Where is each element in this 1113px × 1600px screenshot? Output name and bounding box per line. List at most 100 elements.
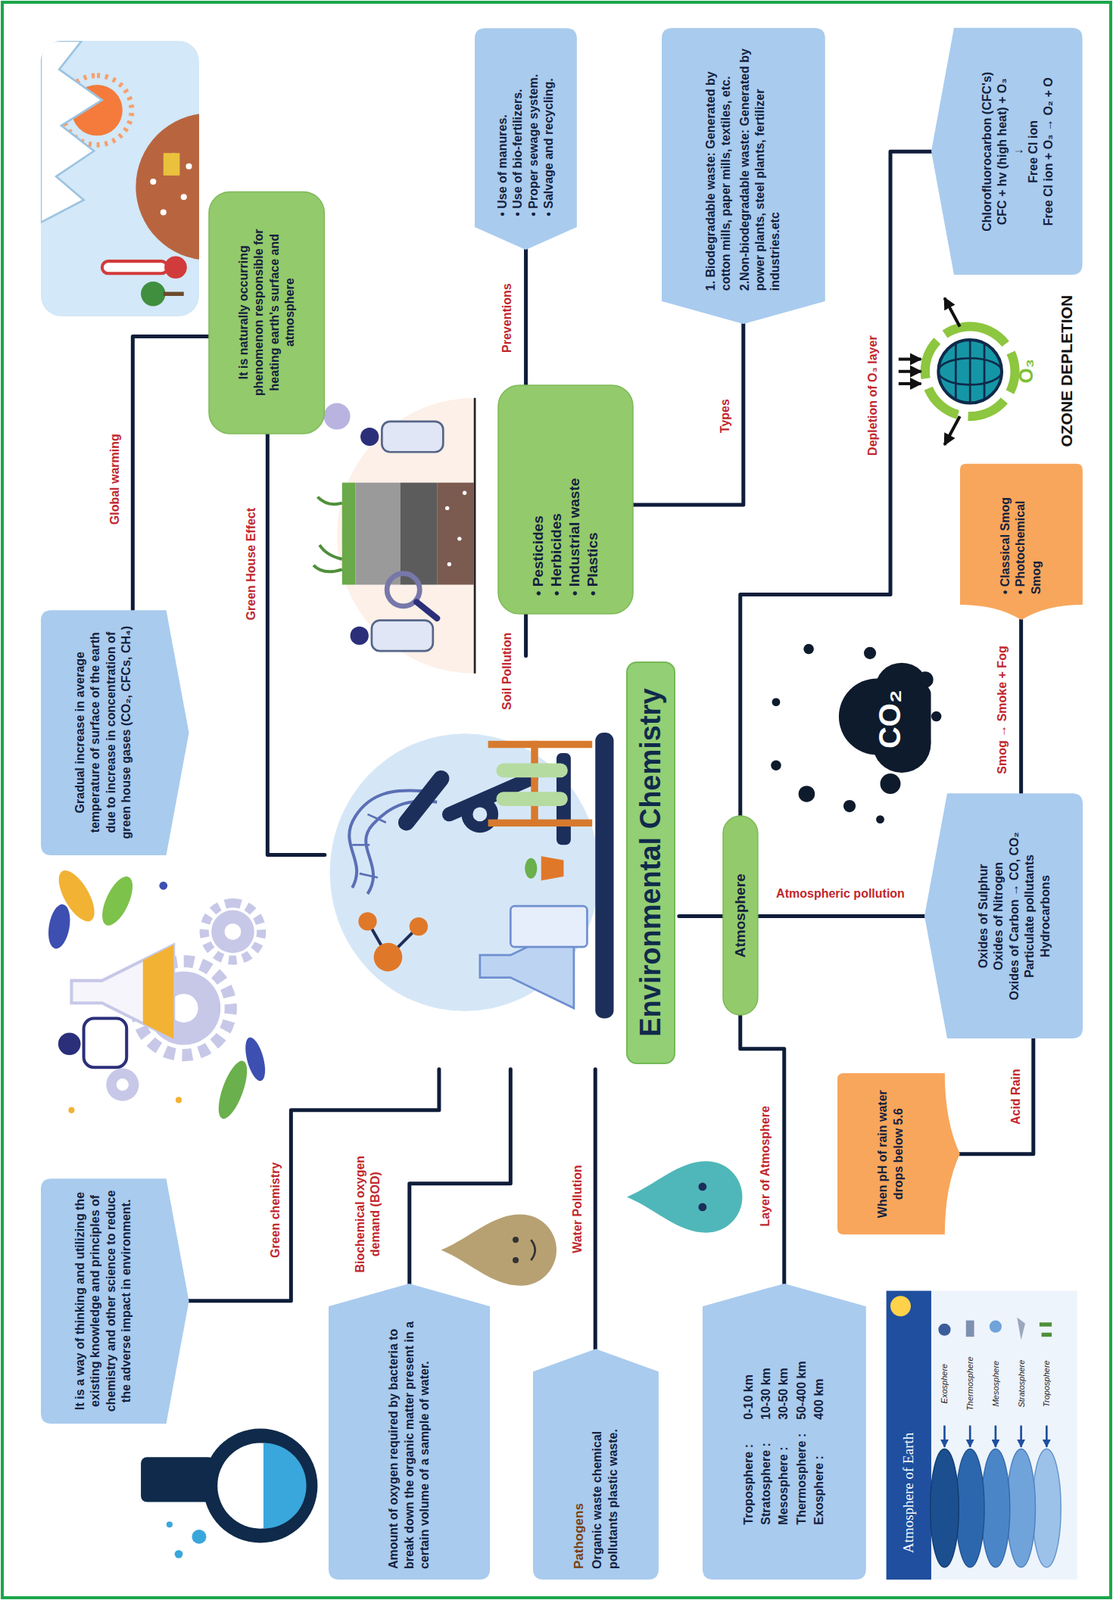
node-text: 400 km <box>811 1361 827 1420</box>
node-content: PathogensOrganic waste chemical pollutan… <box>570 1382 622 1570</box>
connector <box>757 914 925 919</box>
connector <box>679 914 724 919</box>
node-text: Mesosphere : <box>776 1434 792 1526</box>
node-text: Gradual increase in average temperature … <box>72 620 135 845</box>
edge-label: Atmospheric pollution <box>773 886 908 902</box>
edge-label: Global warming <box>107 431 123 527</box>
topic-box: 1. Biodegradable waste: Generated by cot… <box>661 28 826 325</box>
connector <box>188 1069 439 1302</box>
layer-name: Mesosphere <box>991 1361 1001 1408</box>
node-content: Environmental Chemistry <box>626 661 676 1065</box>
node-text: 1. Biodegradable waste: Generated by cot… <box>703 38 735 291</box>
soil-picture <box>313 398 475 674</box>
topic-box: Atmosphere <box>723 816 758 1016</box>
node-text: Thermosphere : <box>794 1434 810 1526</box>
node-text: Amount of oxygen required by bacteria to… <box>386 1317 433 1570</box>
edge-label: Green House Effect <box>243 505 259 623</box>
topic-box: It is naturally occurring phenomenon res… <box>208 191 325 434</box>
picture-title: Atmosphere of Earth <box>900 1433 917 1554</box>
topic-box: Amount of oxygen required by bacteria to… <box>328 1284 490 1581</box>
node-content: • Use of manures.• Use of bio-fertilizer… <box>495 38 558 217</box>
node-content: Amount of oxygen required by bacteria to… <box>386 1317 433 1570</box>
node-content: Gradual increase in average temperature … <box>72 620 135 845</box>
flask-icon <box>140 1429 318 1559</box>
node-text: ↓ <box>1010 38 1026 265</box>
node-text: • Herbicides <box>547 403 566 596</box>
layer-name: Thermosphere <box>965 1356 975 1412</box>
node-content: It is a way of thinking and utilizing th… <box>72 1189 135 1414</box>
topic-box: It is a way of thinking and utilizing th… <box>40 1178 190 1425</box>
node-text: • Use of manures. <box>495 38 511 217</box>
node-content: Atmosphere <box>731 826 750 1005</box>
lab-picture <box>330 732 615 1020</box>
edge-label: Layer of Atmosphere <box>757 1103 774 1229</box>
layer-name: Stratosphere <box>1016 1360 1026 1409</box>
edge-label: Biochemical oxygen demand (BOD) <box>352 1144 384 1285</box>
node-text: • Plastics <box>583 403 602 596</box>
edge-label: Depletion of O₃ layer <box>865 333 881 459</box>
node-text: Stratosphere : <box>758 1434 774 1526</box>
node-content: Troposphere :0-10 kmStratosphere :10-30 … <box>741 1317 828 1570</box>
topic-box: Chlorofluorocarbon (CFC's)CFC + hv (high… <box>931 28 1083 275</box>
water-drops <box>441 1161 743 1286</box>
node-text: 2.Non-biodegradable waste: Generated by … <box>737 38 784 291</box>
topic-box: • Classical Smog• Photochemical Smog <box>960 464 1083 621</box>
ozone-globe <box>898 298 1016 446</box>
node-text: CO₂ <box>870 669 910 770</box>
node-text: Exosphere : <box>811 1434 827 1526</box>
connector <box>740 1015 785 1285</box>
connector <box>1019 620 1023 794</box>
node-text: Atmosphere <box>731 826 750 1005</box>
connector <box>960 1038 1034 1154</box>
ozone-label: O₃ <box>1014 358 1039 384</box>
connector <box>523 249 528 386</box>
topic-box: When pH of rain water drops below 5.6 <box>837 1073 961 1235</box>
node-text: It is naturally occurring phenomenon res… <box>236 209 299 416</box>
connector <box>632 324 744 506</box>
connector <box>132 336 209 610</box>
node-text: • Classical Smog <box>997 474 1014 595</box>
node-text: When pH of rain water drops below 5.6 <box>875 1084 907 1225</box>
node-text: Free Cl ion + O₃ → O₂ + O <box>1041 38 1057 265</box>
node-text: • Use of bio-fertilizers. <box>510 38 526 217</box>
node-text: 0-10 km <box>741 1361 757 1420</box>
node-text: CFC + hv (high heat) + O₃ <box>994 38 1011 265</box>
node-text: • Salvage and recycling. <box>541 38 557 217</box>
node-text: Troposphere : <box>741 1434 757 1526</box>
edge-label: Water Pollution <box>570 1162 586 1257</box>
node-content: • Pesticides• Herbicides• Industrial was… <box>529 403 603 596</box>
node-content: Oxides of SulphurOxides of NitrogenOxide… <box>975 804 1054 1029</box>
atmosphere-layers-picture <box>886 1290 1078 1581</box>
topic-box: Oxides of SulphurOxides of NitrogenOxide… <box>924 794 1083 1040</box>
node-content: CO₂ <box>870 669 910 770</box>
connector <box>409 1069 512 1285</box>
co2-cloud: CO₂ <box>832 663 945 776</box>
node-text: Particulate pollutants <box>1022 804 1038 1029</box>
node-text: • Pesticides <box>529 403 548 596</box>
co2-bubbles <box>770 644 942 824</box>
edge-label: Acid Rain <box>1008 1066 1024 1128</box>
edge-label: Smog → Smoke + Fog <box>994 643 1011 777</box>
node-text: Oxides of Nitrogen <box>991 804 1007 1029</box>
box-outline <box>702 1284 867 1581</box>
connector <box>593 1069 598 1350</box>
connector <box>523 614 528 656</box>
node-text: Chlorofluorocarbon (CFC's) <box>979 38 995 265</box>
box-outline <box>474 28 577 250</box>
node-text: Hydrocarbons <box>1038 804 1054 1029</box>
topic-box: Gradual increase in average temperature … <box>40 610 190 856</box>
node-content: When pH of rain water drops below 5.6 <box>875 1084 907 1225</box>
box-outline <box>208 191 325 434</box>
node-text: 30-50 km <box>776 1361 792 1420</box>
node-text: • Industrial waste <box>565 403 584 596</box>
layer-name: Exosphere <box>939 1364 949 1405</box>
node-text: Organic waste chemical pollutants plasti… <box>589 1382 621 1570</box>
node-text: It is a way of thinking and utilizing th… <box>72 1189 135 1414</box>
edge-label: Soil Pollution <box>499 630 515 713</box>
node-text: Free Cl ion <box>1025 38 1042 265</box>
central-topic: Environmental Chemistry <box>324 656 680 1070</box>
layer-name: Troposphere <box>1041 1360 1051 1408</box>
node-text: 50-400 km <box>794 1361 810 1420</box>
node-text: • Proper sewage system. <box>526 38 542 217</box>
box-outline <box>498 385 633 615</box>
